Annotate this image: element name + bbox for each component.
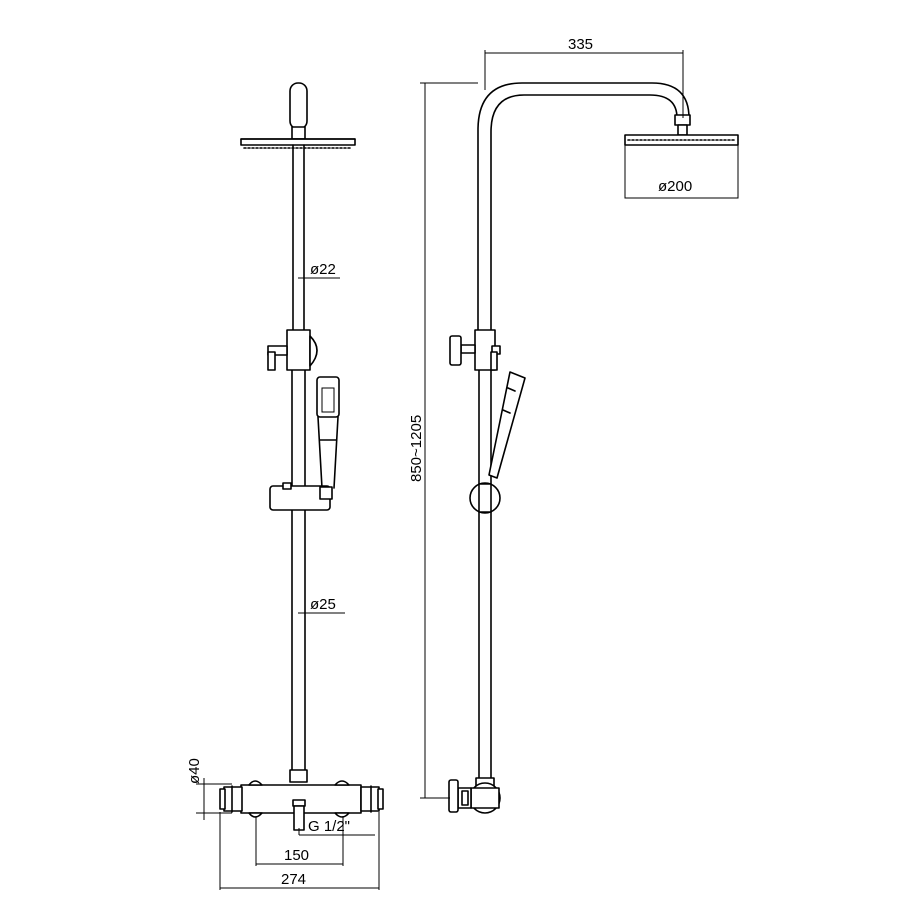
side-slider <box>469 482 501 514</box>
front-slider-bracket <box>269 482 333 511</box>
label-mixer-width: 274 <box>281 871 306 888</box>
front-head-nut <box>291 126 306 140</box>
side-diverter <box>449 329 501 371</box>
side-riser-and-arm <box>477 82 691 779</box>
front-hand-shower <box>316 376 340 489</box>
label-inlet-thread: G 1/2" <box>308 818 350 835</box>
front-dimension-lines <box>196 277 380 890</box>
label-arm-reach: 335 <box>568 36 593 53</box>
front-diverter <box>267 329 318 371</box>
front-view: ø22 ø25 ø40 G 1/2" 150 274 <box>186 82 384 890</box>
label-head-diameter: ø200 <box>658 178 692 195</box>
label-rail-diameter: ø22 <box>310 261 336 278</box>
side-hand-shower <box>488 371 526 479</box>
side-shower-head <box>624 134 739 146</box>
front-shower-head <box>240 138 356 149</box>
label-inlet-centers: 150 <box>284 847 309 864</box>
front-arm-stub <box>289 82 308 130</box>
side-mixer <box>448 777 501 814</box>
side-view: 335 ø200 850~1205 <box>408 36 739 814</box>
front-riser-rail <box>289 144 308 783</box>
label-lower-rail-diameter: ø25 <box>310 596 336 613</box>
label-height-range: 850~1205 <box>408 415 425 482</box>
label-mixer-diameter: ø40 <box>186 758 203 784</box>
side-dimension-lines <box>420 50 739 799</box>
front-thermostatic-mixer <box>219 780 384 831</box>
